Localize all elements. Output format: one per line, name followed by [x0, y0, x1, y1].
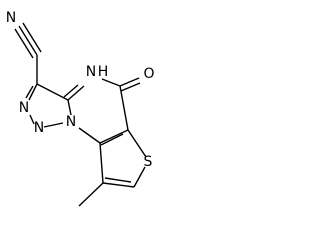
bond-co-c — [119, 85, 129, 131]
bond-ch-cme — [102, 182, 135, 188]
atom-ring-nh-n: N — [86, 64, 96, 80]
atom-triazole-n2: N — [19, 100, 29, 116]
bond-c3a-c3 — [36, 83, 69, 101]
bond-nitrile-1 — [18, 25, 38, 56]
bond-nb-c3a — [67, 99, 72, 116]
bond-c3-n2 — [28, 83, 38, 101]
bond-nh-co — [101, 78, 121, 87]
bonds — [14, 22, 147, 207]
atom-bridge-n: N — [66, 114, 76, 130]
bond-c-c9b-double — [100, 133, 124, 146]
bond-n1-nb — [43, 122, 64, 128]
bond-c3a-nh — [67, 85, 85, 101]
bond-methyl — [78, 182, 104, 207]
bond-s-ch — [133, 166, 146, 188]
atom-thiophene-s: S — [144, 154, 153, 170]
bond-cme-c9b — [99, 142, 104, 184]
bond-co-o-2 — [120, 82, 141, 92]
atom-carbonyl-o: O — [143, 66, 154, 82]
bond-c-s — [127, 129, 147, 158]
bond-nitrile-3 — [22, 22, 42, 53]
molecule-structure: N N H O N N N S — [6, 10, 155, 207]
atom-triazole-n1: N — [34, 120, 44, 136]
bond-nitrile-2 — [14, 28, 34, 59]
bond-c3-n2-double — [25, 85, 34, 99]
atom-labels: N N H O N N N S — [6, 10, 155, 170]
atom-nitrile-n: N — [6, 10, 16, 26]
atom-ring-nh-h: H — [98, 64, 109, 80]
bond-c9b-nb — [78, 127, 101, 144]
bond-c3a-nh-double — [63, 84, 79, 98]
bond-c-c9b — [99, 129, 129, 144]
bond-n2-n1 — [29, 114, 35, 125]
bond-co-o-1 — [119, 77, 140, 87]
bond-ch-cme-double — [104, 177, 132, 183]
